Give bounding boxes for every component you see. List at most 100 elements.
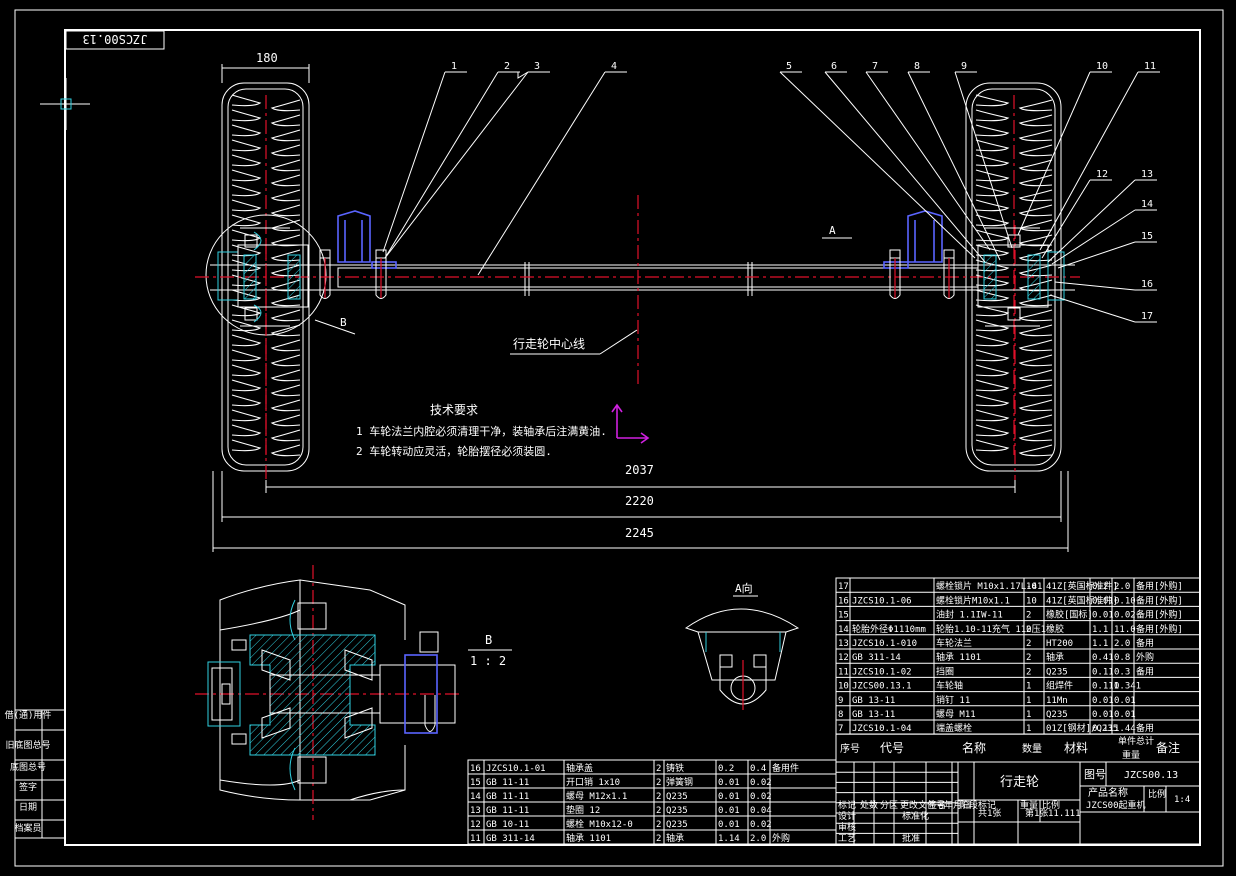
scale-value: 1:4 xyxy=(1174,795,1190,805)
bom-bomUpper-r8-code: GB 13-11 xyxy=(852,696,895,706)
balloon-1: 1 xyxy=(451,61,457,72)
side-label-2: 旧底图总号 xyxy=(5,739,50,751)
bom-header-code: 代号 xyxy=(880,741,904,755)
bom-bomUpper-r1-unit: 0.01 xyxy=(1092,596,1114,606)
detail-b-scale: 1 : 2 xyxy=(470,654,506,668)
bom-bomUpper-r5-total: 0.8 xyxy=(1114,653,1130,663)
bom-bomLower-r0-total: 0.4 xyxy=(750,764,766,774)
bom-bomUpper-r5-no: 12 xyxy=(838,653,849,663)
right-tire xyxy=(965,82,1062,472)
tech-requirements: 技术要求 1 车轮法兰内腔必须清理干净，装轴承后注满黄油. 2 车轮转动应灵活，… xyxy=(356,403,607,458)
bom-header-weight: 重量 xyxy=(1122,749,1140,761)
bom-bomLower-r5-qty: 2 xyxy=(656,834,661,844)
bom-bomUpper-r1-name: 螺栓锁片M10x1.1 xyxy=(936,594,1010,606)
sheet-a: 共1张 xyxy=(978,808,1001,819)
bom-bomUpper-r9-name: 螺母 M11 xyxy=(936,709,976,720)
bom-bomUpper-r9-material: Q235 xyxy=(1046,710,1068,720)
bom-bomLower-r1-material: 弹簧钢 xyxy=(666,776,693,788)
bom-bomUpper-r3-total: 11.0 xyxy=(1114,625,1136,635)
bom-bomUpper-r3-qty: 2 xyxy=(1026,625,1031,635)
bom-bomUpper-r5-material: 轴承 xyxy=(1046,651,1064,663)
bom-bomUpper-r10-note: 备用 xyxy=(1136,722,1154,734)
bom-bomUpper-r9-total: 0.01 xyxy=(1114,710,1136,720)
bom-bomUpper-r3-material: 橡胶 xyxy=(1046,623,1064,635)
scale-label: 比例 xyxy=(1148,788,1166,800)
bom-bomUpper-r4-note: 备用 xyxy=(1136,637,1154,649)
dimension-tire-width: 180 xyxy=(221,51,310,83)
bom-bomUpper-r6-qty: 2 xyxy=(1026,667,1031,677)
bom-header-unit: 单件 xyxy=(1118,735,1136,747)
bom-bomUpper-r6-no: 11 xyxy=(838,667,849,677)
drawing-code-text: JZCS00.13 xyxy=(82,32,147,46)
bom-bomUpper-r0-note: 备用[外购] xyxy=(1136,580,1183,592)
balloon-15: 15 xyxy=(1141,231,1153,242)
rev-label-5: 年月日 xyxy=(944,799,971,811)
figure-no-label: 图号 xyxy=(1084,768,1106,781)
bom-bomUpper-r2-note: 备用[外购] xyxy=(1136,609,1183,621)
balloon-3: 3 xyxy=(534,61,540,72)
bom-bomUpper-r7-material: 组焊件 xyxy=(1046,680,1073,692)
bom-bomUpper-r7-no: 10 xyxy=(838,682,849,692)
bom-bomLower-r2-name: 螺母 M12x1.1 xyxy=(566,791,627,802)
dim-track-inner: 2037 xyxy=(625,463,654,477)
u-bolts xyxy=(319,249,955,299)
tech-item-2: 2 车轮转动应灵活，轮胎摆径必须装圆. xyxy=(356,444,552,458)
bom-bomUpper-r2-name: 油封 1.1IW-11 xyxy=(936,609,1003,621)
bom-bomUpper-r6-code: JZCS10.1-02 xyxy=(852,667,912,677)
view-a: A向 xyxy=(684,581,800,710)
bom-bomUpper-r2-no: 15 xyxy=(838,611,849,621)
outer-border xyxy=(14,9,1224,867)
bom-header-material: 材料 xyxy=(1064,741,1088,755)
bom-bomUpper-r0-no: 17 xyxy=(838,582,849,592)
bom-bomUpper-r4-name: 车轮法兰 xyxy=(936,637,972,649)
bom-bomUpper-r5-unit: 0.41 xyxy=(1092,653,1114,663)
balloon-14: 14 xyxy=(1141,199,1153,210)
balloon-9: 9 xyxy=(961,61,967,72)
bom-bomUpper-r2-unit: 0.01 xyxy=(1092,611,1114,621)
right-hub xyxy=(977,227,1065,327)
bom-bomUpper-r5-note: 外购 xyxy=(1136,651,1154,663)
bom-bomLower-r2-material: Q235 xyxy=(666,792,688,802)
detail-b-name: B xyxy=(485,633,492,647)
inner-frame xyxy=(64,29,1201,846)
bom-bomUpper-r7-qty: 1 xyxy=(1026,682,1031,692)
bom-bomLower-r0-no: 16 xyxy=(470,764,481,774)
bom-bomUpper-r0-qty: 10 xyxy=(1026,582,1037,592)
bom-bomUpper-r4-unit: 1.1 xyxy=(1092,639,1108,649)
drawing-code-box: JZCS00.13 xyxy=(65,30,165,50)
bom-bomLower-r1-name: 开口销 1x10 xyxy=(566,776,620,788)
bom-bomUpper-r4-material: HT200 xyxy=(1046,639,1073,649)
bom-bomUpper-r0-material: 41Z[英国标准件] xyxy=(1046,580,1118,592)
bom-bomLower-r5-unit: 1.14 xyxy=(718,834,740,844)
role-6: 重量 xyxy=(1020,799,1038,811)
bom-bomUpper-r10-unit: 0.11 xyxy=(1092,724,1114,734)
bom-bomUpper-r10-no: 7 xyxy=(838,724,843,734)
bom-bomUpper-r9-qty: 1 xyxy=(1026,710,1031,720)
balloon-5: 5 xyxy=(786,61,792,72)
bom-bomLower-r4-no: 12 xyxy=(470,820,481,830)
weight-value: 11.111 xyxy=(1048,809,1081,819)
role-1: 标准化 xyxy=(902,810,929,822)
side-label-3: 底图总号 xyxy=(10,761,46,773)
bom-bomUpper-r9-code: GB 13-11 xyxy=(852,710,895,720)
balloon-10: 10 xyxy=(1096,61,1108,72)
bom-bomUpper-r6-total: 0.3 xyxy=(1114,667,1130,677)
balloon-16: 16 xyxy=(1141,279,1153,290)
bom-header-name: 名称 xyxy=(962,740,986,755)
bom-bomUpper-r10-code: JZCS10.1-04 xyxy=(852,724,912,734)
bom-bomLower-r1-qty: 2 xyxy=(656,778,661,788)
bom-bomLower-r4-material: Q235 xyxy=(666,820,688,830)
bom-bomLower-r3-name: 垫圈 12 xyxy=(566,804,600,816)
product-name: JZCS00起重机 xyxy=(1086,799,1146,811)
bom-bomUpper-r8-material: 11Mn xyxy=(1046,696,1068,706)
bom-bomLower-r1-code: GB 11-11 xyxy=(486,778,529,788)
rev-label-0: 标记 xyxy=(838,799,856,811)
balloon-17: 17 xyxy=(1141,311,1153,322)
detail-b-caption: B 1 : 2 xyxy=(468,633,512,668)
bom-bomLower-r2-qty: 2 xyxy=(656,792,661,802)
bom-bomLower-r3-qty: 2 xyxy=(656,806,661,816)
bom-bomUpper-r10-name: 端盖螺栓 xyxy=(936,722,972,734)
rev-label-1: 处数 xyxy=(860,799,878,811)
bom-bomUpper-r5-code: GB 311-14 xyxy=(852,653,901,663)
